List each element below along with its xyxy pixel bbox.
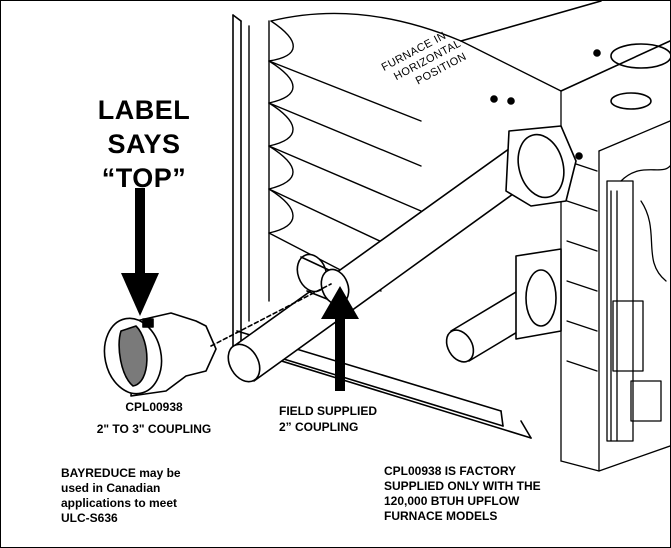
field-coupling-arrow (321, 286, 359, 391)
top-label-arrow (121, 188, 159, 316)
factory-supplied-note: CPL00938 IS FACTORY SUPPLIED ONLY WITH T… (384, 464, 584, 524)
field-coupling-line-1: FIELD SUPPLIED (279, 404, 378, 418)
heat-exchanger (248, 12, 562, 322)
bayreduce-note-line-4: ULC-S636 (61, 511, 118, 525)
lower-pipe (445, 248, 562, 363)
furnace-orientation-label: FURNACE IN HORIZONTAL POSITION (380, 30, 469, 88)
factory-note-line-3: 120,000 BTUH UPFLOW (384, 494, 520, 508)
top-label-callout: LABEL SAYS “TOP” (89, 93, 199, 195)
bayreduce-note-line-1: BAYREDUCE may be (61, 466, 181, 480)
callout-line-3: “TOP” (101, 163, 187, 193)
callout-line-1: LABEL (97, 95, 191, 125)
reducer-part-number: CPL00938 (125, 400, 183, 414)
reducer-coupling (103, 312, 217, 397)
side-panel (232, 14, 532, 439)
alignment-line (210, 283, 332, 347)
upper-pipe (227, 125, 577, 383)
factory-note-line-2: SUPPLIED ONLY WITH THE (384, 479, 541, 493)
reducer-description: 2" TO 3" COUPLING (96, 422, 212, 436)
factory-note-line-1: CPL00938 IS FACTORY (384, 464, 517, 478)
bayreduce-note: BAYREDUCE may be used in Canadian applic… (61, 466, 241, 526)
reducer-coupling-label: CPL00938 2" TO 3" COUPLING (89, 399, 219, 437)
internal-components (560, 90, 670, 472)
callout-line-2: SAYS (107, 129, 181, 159)
field-coupling-label: FIELD SUPPLIED 2” COUPLING (279, 403, 419, 435)
factory-note-line-4: FURNACE MODELS (384, 509, 498, 523)
bayreduce-note-line-2: used in Canadian (61, 481, 161, 495)
top-plate (460, 1, 670, 160)
field-coupling-line-2: 2” COUPLING (279, 420, 359, 434)
bayreduce-note-line-3: applications to meet (61, 496, 178, 510)
